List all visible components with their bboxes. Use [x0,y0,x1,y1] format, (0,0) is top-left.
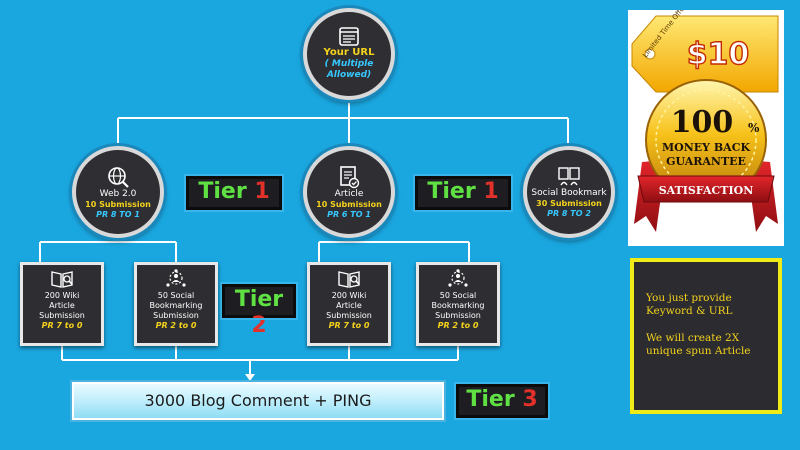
web20-submissions: 10 Submission [85,199,151,209]
box-line-2: Article [49,301,75,310]
guarantee-text: GUARANTEE [666,155,746,168]
box-line-3: Submission [39,311,85,320]
tier1-node-web20: Web 2.0 10 Submission PR 8 TO 1 [72,146,164,238]
box-line-3: Submission [153,311,199,320]
box-line-1: 200 Wiki [331,291,367,300]
percent-text: 100 [671,105,734,140]
tier-word: Tier [466,387,515,412]
box-line-3: Submission [435,311,481,320]
social-bookmark-title: Social Bookmark [531,187,607,198]
money-back-text: MONEY BACK [662,141,750,154]
box-line-2: Article [336,301,362,310]
article-pr: PR 6 TO 1 [327,209,371,219]
box-line-1: 50 Social [439,291,477,300]
tier-2-label: Tier 2 [220,282,298,338]
box-pr: PR 7 to 0 [41,321,83,330]
tier-word: Tier [234,287,284,312]
info-note-body: You just provide Keyword & URL We will c… [634,262,778,410]
social-bookmark-pr: PR 8 TO 2 [547,208,591,218]
root-node: Your URL ( Multiple Allowed) [303,8,395,100]
tier-number: 3 [522,387,538,412]
url-window-icon [339,27,359,46]
box-pr: PR 7 to 0 [328,321,370,330]
root-note-2: Allowed) [326,70,372,80]
box-pr: PR 2 to 0 [437,321,479,330]
info-note: You just provide Keyword & URL We will c… [630,258,782,414]
satisfaction-text: SATISFACTION [659,184,754,197]
article-submissions: 10 Submission [316,199,382,209]
network-user-icon [448,269,468,287]
web20-title: Web 2.0 [99,188,137,199]
box-line-3: Submission [326,311,372,320]
guarantee-seal-graphic: Limited Time Offer $10 100 % MONEY BACK … [631,10,779,232]
tier2-box-wiki-left: 200 Wiki Article Submission PR 7 to 0 [20,262,104,346]
tier1-node-article: Article 10 Submission PR 6 TO 1 [303,146,395,238]
tier-word: Tier [427,179,476,204]
box-line-2: Bookmarking [431,301,485,310]
tier3-bar: 3000 Blog Comment + PING [72,382,444,420]
root-title: Your URL [323,47,375,58]
tier1-node-social-bookmark: Social Bookmark 30 Submission PR 8 TO 2 [523,146,615,238]
social-bookmark-submissions: 30 Submission [536,198,602,208]
book-search-icon [51,271,73,288]
tier-3-label: Tier 3 [454,382,550,420]
box-line-1: 200 Wiki [44,291,80,300]
root-note-1: ( Multiple [324,59,374,69]
book-search-icon [338,271,360,288]
box-line-1: 50 Social [157,291,195,300]
percent-sign: % [748,121,760,135]
bookmark-thumbs-icon [558,166,580,185]
tier-word: Tier [198,179,247,204]
globe-search-icon [108,166,129,188]
web20-pr: PR 8 TO 1 [96,209,140,219]
box-line-2: Bookmarking [149,301,203,310]
article-title: Article [334,188,364,199]
article-check-icon [340,165,360,188]
tier-1-label-left: Tier 1 [184,174,284,212]
box-pr: PR 2 to 0 [155,321,197,330]
note-keyword-text: You just provide Keyword & URL [646,292,733,317]
tier-number: 2 [251,313,267,338]
seal [645,79,767,201]
price-text: $10 [687,37,750,72]
tier2-box-social-right: 50 Social Bookmarking Submission PR 2 to… [416,262,500,346]
tier-number: 1 [483,179,499,204]
tier-1-label-right: Tier 1 [413,174,513,212]
tier2-box-social-left: 50 Social Bookmarking Submission PR 2 to… [134,262,218,346]
guarantee-badge: Limited Time Offer $10 100 % MONEY BACK … [628,10,784,246]
note-spun-text: We will create 2X unique spun Article [646,332,751,357]
tier-number: 1 [254,179,270,204]
tier2-box-wiki-right: 200 Wiki Article Submission PR 7 to 0 [307,262,391,346]
network-user-icon [166,269,186,287]
